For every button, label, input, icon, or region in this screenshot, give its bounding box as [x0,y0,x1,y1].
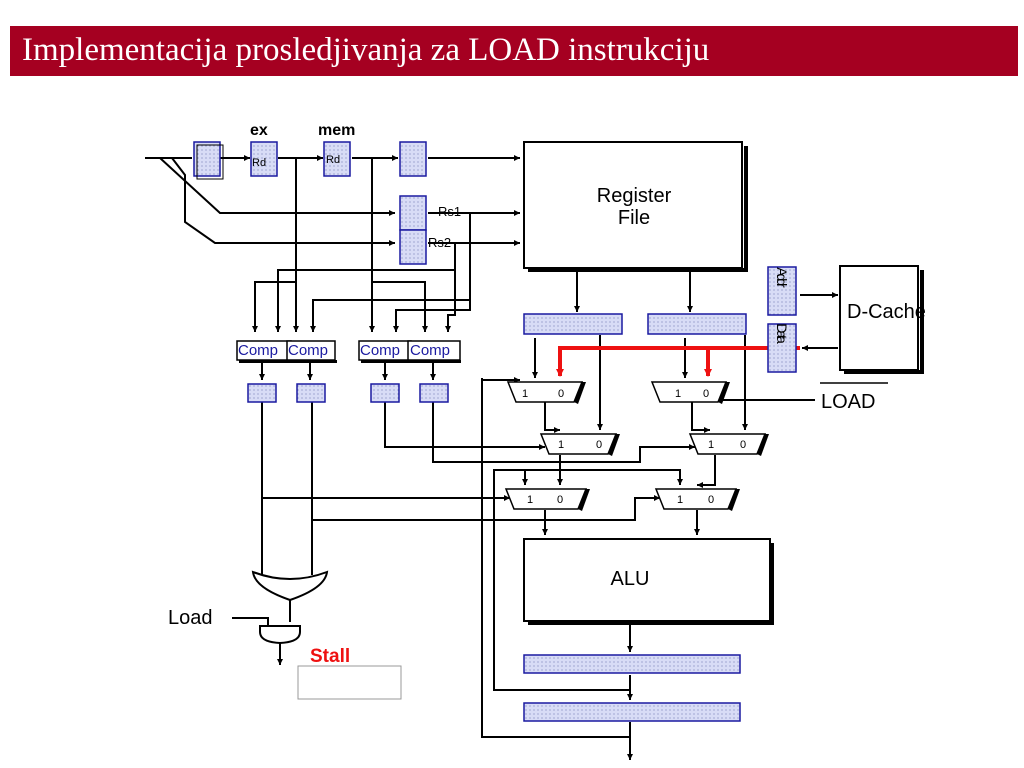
muxes [504,381,767,510]
data-label: Data [774,323,790,344]
stall-box [297,665,402,700]
and-gate [259,625,301,645]
stall-label: Stall [310,646,350,667]
forward-path [556,346,800,377]
or-gate [251,570,329,602]
wires [145,155,838,760]
mem-label: mem [318,122,355,139]
register-file [523,141,743,269]
mux-shadows [574,382,769,511]
comp-label-3: Comp [360,342,400,359]
mux5-zero: 0 [557,494,563,506]
mux4-one: 1 [708,439,714,451]
mux3-zero: 0 [596,439,602,451]
mux1-one: 1 [522,388,528,400]
register-file-label-1: Register [597,185,672,207]
mux6-zero: 0 [708,494,714,506]
register-file-label-2: File [618,207,650,229]
comparators [236,340,461,363]
title-bar: Implementacija prosledjivanja za LOAD in… [10,26,1018,76]
comp-label-2: Comp [288,342,328,359]
ex-label: ex [250,122,268,139]
rd-label-ex: Rd [252,157,266,169]
mux2-zero: 0 [703,388,709,400]
addr-label: Addr [774,267,790,288]
rd-label-mem: Rd [326,154,340,166]
alu-label: ALU [611,568,650,590]
dcache-label: D-Cache [847,301,926,323]
pipeline-registers [193,141,797,722]
dcache-box [839,265,919,371]
alu-box [523,538,771,622]
slide-title: Implementacija prosledjivanja za LOAD in… [22,32,710,68]
comp-label-1: Comp [238,342,278,359]
mux1-zero: 0 [558,388,564,400]
load-bar-label: LOAD [821,391,875,413]
rs2-label: Rs2 [428,235,451,250]
mux3-one: 1 [558,439,564,451]
box-shadows [528,146,924,625]
load-label: Load [168,607,213,629]
mux5-one: 1 [527,494,533,506]
mux4-zero: 0 [740,439,746,451]
mux6-one: 1 [677,494,683,506]
mux2-one: 1 [675,388,681,400]
comp-label-4: Comp [410,342,450,359]
rs1-label: Rs1 [438,204,461,219]
